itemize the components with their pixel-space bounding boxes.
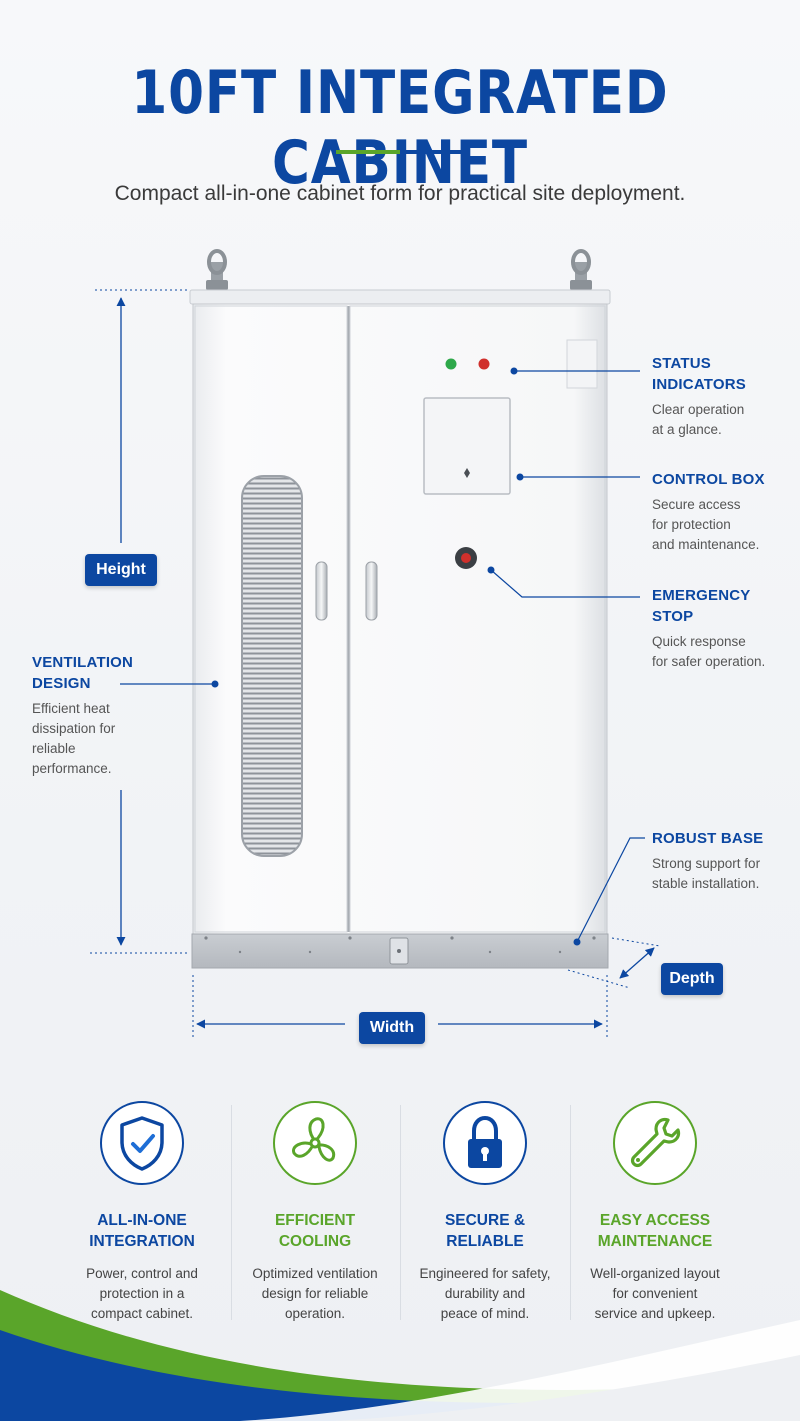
cabinet-base bbox=[191, 933, 609, 969]
cabinet-diagram bbox=[90, 249, 661, 1040]
feature-divider bbox=[231, 1105, 232, 1320]
feature-all-in-one: ALL-IN-ONE INTEGRATION Power, control an… bbox=[57, 1100, 227, 1324]
feature-description: Optimized ventilation design for reliabl… bbox=[252, 1266, 378, 1321]
callout-robust-base: ROBUST BASE Strong support for stable in… bbox=[652, 830, 764, 891]
feature-secure-reliable: SECURE & RELIABLE Engineered for safety,… bbox=[400, 1100, 570, 1324]
callout-status-indicators: STATUS INDICATORS Clear operation at a g… bbox=[652, 355, 746, 437]
callout-emergency-stop: EMERGENCY STOP Quick response for safer … bbox=[652, 587, 766, 669]
feature-description: Power, control and protection in a compa… bbox=[86, 1266, 198, 1321]
feature-title: RELIABLE bbox=[446, 1233, 524, 1250]
footer-wave bbox=[0, 1290, 800, 1421]
left-door bbox=[194, 305, 348, 933]
shield-check-icon bbox=[100, 1101, 184, 1185]
depth-label: Depth bbox=[661, 963, 723, 995]
door-placard bbox=[566, 339, 598, 389]
page-title: 10FT INTEGRATED CABINET bbox=[131, 58, 669, 198]
right-door bbox=[349, 305, 606, 933]
fan-icon bbox=[273, 1101, 357, 1185]
callout-leader-control bbox=[516, 473, 640, 481]
lifting-eye-right bbox=[570, 249, 592, 290]
door-handle-right bbox=[365, 561, 378, 621]
door-handle-left bbox=[315, 561, 328, 621]
feature-description: Well-organized layout for convenient ser… bbox=[590, 1266, 720, 1321]
lifting-eye-left bbox=[206, 249, 228, 290]
feature-divider bbox=[400, 1105, 401, 1320]
title-underline bbox=[336, 150, 464, 154]
callout-leader-vent bbox=[120, 680, 219, 688]
callout-leader-status bbox=[510, 367, 640, 375]
feature-title: ALL-IN-ONE bbox=[97, 1212, 187, 1229]
depth-dimension bbox=[567, 937, 661, 989]
callout-leader-base bbox=[573, 837, 645, 946]
cabinet-roof bbox=[189, 289, 611, 305]
control-box bbox=[423, 397, 511, 495]
callout-control-box: CONTROL BOX Secure access for protection… bbox=[652, 471, 765, 552]
callout-ventilation-design: VENTILATION DESIGN Efficient heat dissip… bbox=[32, 654, 134, 776]
wrench-icon bbox=[613, 1101, 697, 1185]
feature-divider bbox=[570, 1105, 571, 1320]
width-dimension bbox=[192, 975, 608, 1040]
callout-leader-estop bbox=[487, 566, 640, 598]
width-label: Width bbox=[359, 1012, 425, 1044]
feature-easy-access: EASY ACCESS MAINTENANCE Well-organized l… bbox=[570, 1100, 740, 1324]
ventilation-grille bbox=[241, 475, 303, 857]
feature-title: SECURE & bbox=[444, 1212, 526, 1229]
feature-description: Engineered for safety, durability and pe… bbox=[419, 1266, 551, 1321]
status-light-red bbox=[478, 358, 490, 370]
feature-title: EFFICIENT bbox=[274, 1212, 356, 1229]
height-label: Height bbox=[85, 554, 157, 586]
emergency-stop-button bbox=[455, 547, 477, 569]
status-light-green bbox=[445, 358, 457, 370]
feature-title: MAINTENANCE bbox=[597, 1233, 713, 1250]
feature-title: EASY ACCESS bbox=[599, 1212, 711, 1229]
feature-efficient-cooling: EFFICIENT COOLING Optimized ventilation … bbox=[230, 1100, 400, 1324]
page-subtitle: Compact all-in-one cabinet form for prac… bbox=[114, 182, 686, 205]
feature-title: INTEGRATION bbox=[89, 1233, 195, 1250]
height-dimension bbox=[90, 289, 190, 954]
padlock-icon bbox=[443, 1101, 527, 1185]
feature-title: COOLING bbox=[278, 1233, 352, 1250]
